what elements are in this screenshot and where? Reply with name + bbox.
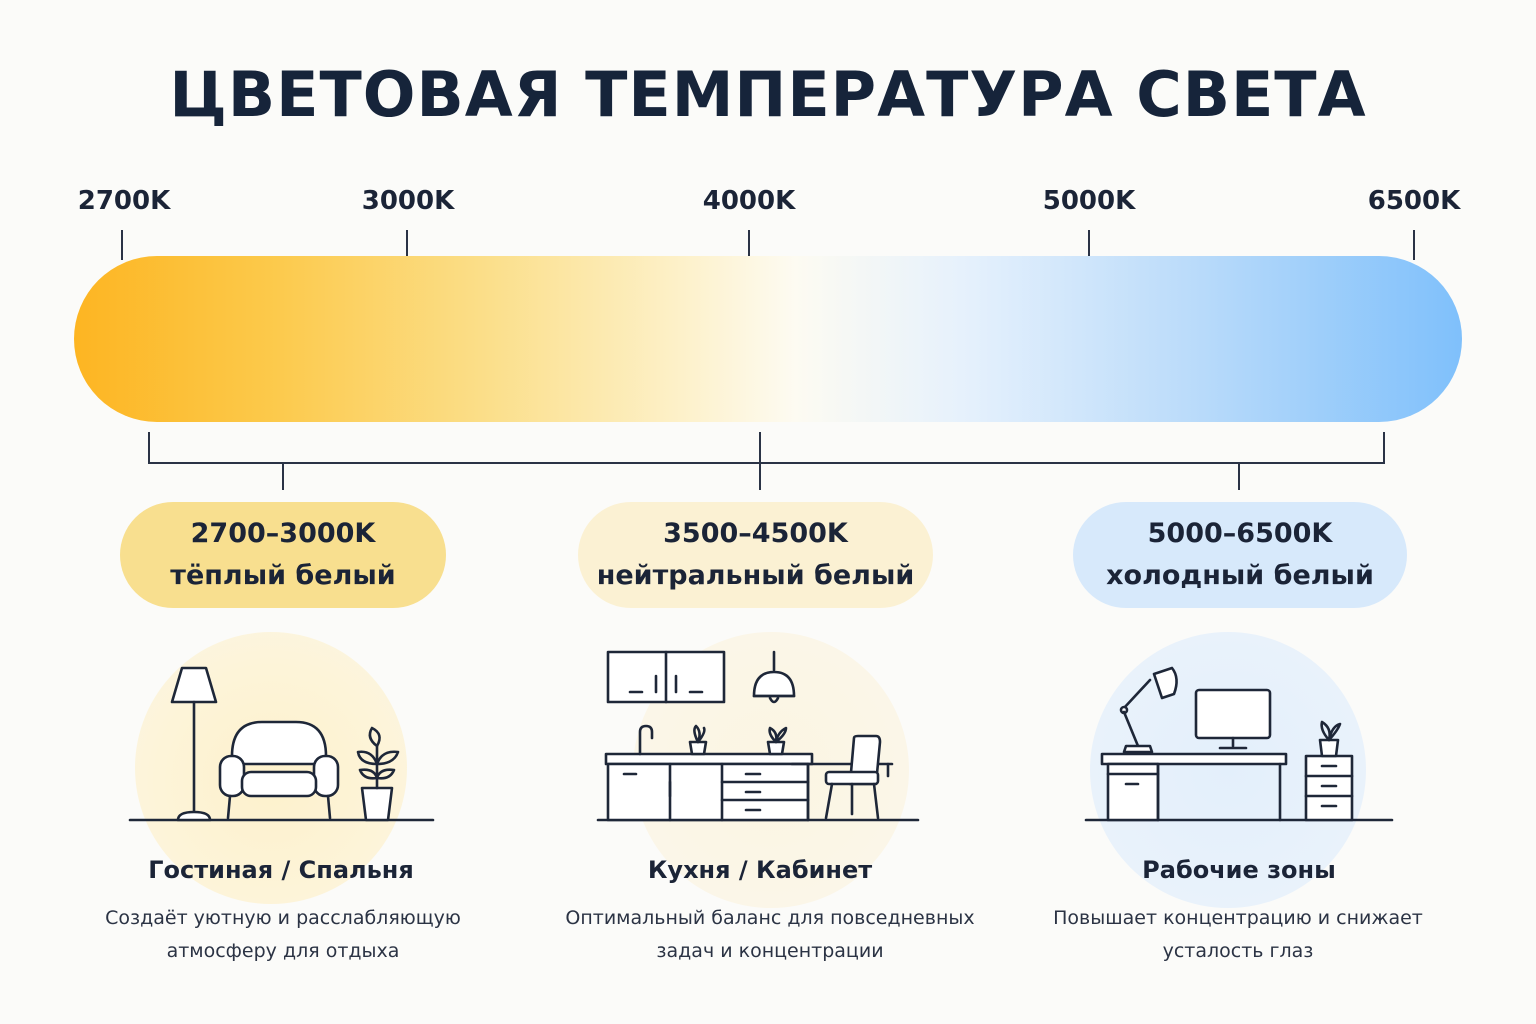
page-title: ЦВЕТОВАЯ ТЕМПЕРАТУРА СВЕТА bbox=[169, 58, 1367, 131]
room-desc-workspace-line1: Повышает концентрацию и снижает bbox=[1053, 907, 1423, 929]
range-value-cool: 5000–6500K bbox=[1147, 518, 1333, 549]
range-pill-cool: 5000–6500K холодный белый bbox=[1073, 502, 1407, 608]
kitchen-icon bbox=[596, 650, 920, 822]
tick-label-4000: 4000K bbox=[702, 186, 796, 216]
room-desc-living: Создаёт уютную и расслабляющую атмосферу… bbox=[105, 902, 461, 968]
room-desc-kitchen: Оптимальный баланс для повседневных зада… bbox=[565, 902, 974, 968]
range-pill-warm: 2700–3000K тёплый белый bbox=[120, 502, 446, 608]
bracket-drop-neutral bbox=[759, 432, 761, 490]
workspace-icon bbox=[1084, 666, 1394, 822]
tick-label-2700: 2700K bbox=[77, 186, 171, 216]
room-desc-living-line2: атмосферу для отдыха bbox=[166, 940, 400, 962]
bracket-left-end bbox=[148, 432, 150, 464]
range-name-warm: тёплый белый bbox=[170, 560, 396, 591]
room-title-living: Гостиная / Спальня bbox=[148, 856, 414, 884]
color-temperature-bar bbox=[74, 256, 1462, 422]
tick-mark-3000 bbox=[406, 230, 408, 260]
bracket-drop-warm bbox=[282, 462, 284, 490]
range-name-cool: холодный белый bbox=[1106, 560, 1374, 591]
room-desc-workspace-line2: усталость глаз bbox=[1162, 940, 1314, 962]
tick-mark-5000 bbox=[1088, 230, 1090, 260]
tick-label-3000: 3000K bbox=[361, 186, 455, 216]
room-title-kitchen: Кухня / Кабинет bbox=[647, 856, 873, 884]
room-desc-living-line1: Создаёт уютную и расслабляющую bbox=[105, 907, 461, 929]
range-value-warm: 2700–3000K bbox=[190, 518, 376, 549]
tick-label-6500: 6500K bbox=[1367, 186, 1461, 216]
tick-mark-4000 bbox=[748, 230, 750, 260]
tick-mark-2700 bbox=[121, 230, 123, 260]
range-name-neutral: нейтральный белый bbox=[596, 560, 915, 591]
living-room-icon bbox=[128, 666, 435, 822]
room-desc-workspace: Повышает концентрацию и снижает усталост… bbox=[1053, 902, 1423, 968]
bracket-right-end bbox=[1383, 432, 1385, 464]
range-pill-neutral: 3500–4500K нейтральный белый bbox=[578, 502, 933, 608]
tick-mark-6500 bbox=[1413, 230, 1415, 260]
range-value-neutral: 3500–4500K bbox=[663, 518, 848, 549]
room-desc-kitchen-line2: задач и концентрации bbox=[656, 940, 884, 962]
room-desc-kitchen-line1: Оптимальный баланс для повседневных bbox=[565, 907, 975, 929]
tick-label-5000: 5000K bbox=[1042, 186, 1136, 216]
bracket-drop-cool bbox=[1238, 462, 1240, 490]
bracket-horizontal bbox=[148, 462, 1385, 464]
room-title-workspace: Рабочие зоны bbox=[1142, 856, 1336, 884]
